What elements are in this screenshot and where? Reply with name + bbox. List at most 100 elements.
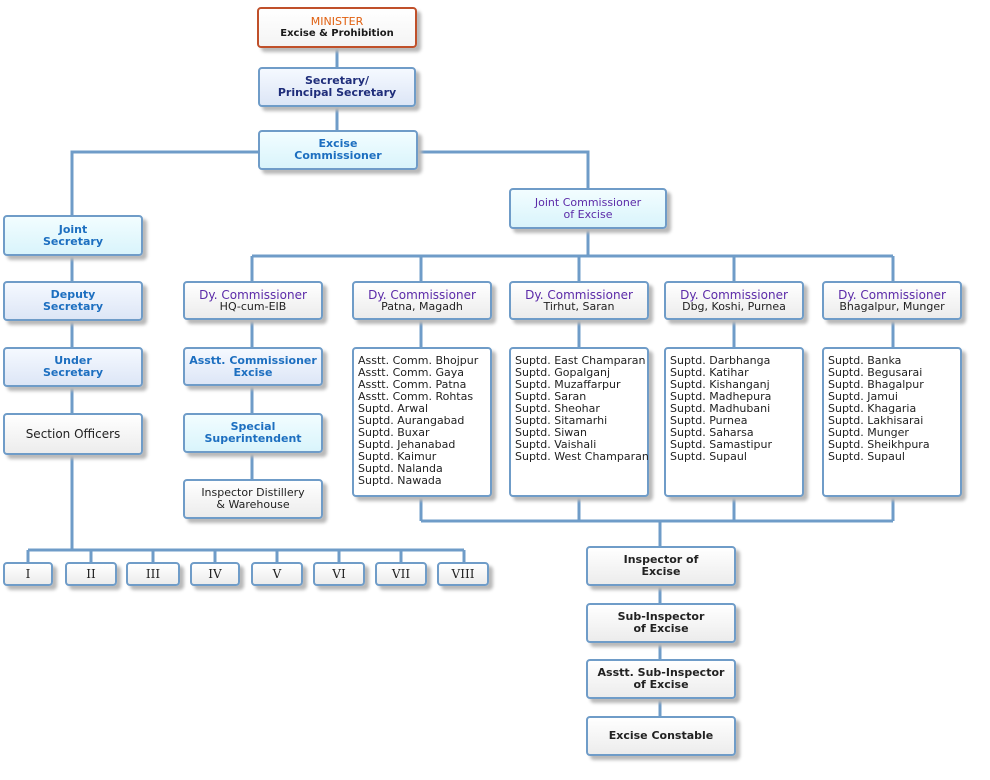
dy-commissioner-box: Dy. Commissioner Dbg, Koshi, Purnea (664, 281, 804, 320)
office-item: Suptd. Lakhisarai (828, 414, 924, 427)
joint-commissioner-box: Joint Commissioner of Excise (509, 188, 667, 229)
dy-commissioner-title: Dy. Commissioner (680, 287, 788, 302)
section-label: II (86, 567, 96, 581)
office-item: Suptd. Arwal (358, 402, 429, 415)
excise-commissioner-box: Excise Commissioner (258, 130, 418, 170)
office-item: Suptd. Saharsa (670, 426, 754, 439)
office-item: Suptd. Gopalganj (515, 366, 611, 379)
office-item: Suptd. Kishanganj (670, 378, 770, 391)
excise-commissioner-line1: Excise (318, 137, 358, 150)
office-item: Suptd. Begusarai (828, 366, 923, 379)
excise-commissioner-line2: Commissioner (294, 149, 382, 162)
asstt-sub-inspector-box: Asstt. Sub-Inspector of Excise (586, 659, 736, 699)
section-label: VIII (451, 567, 475, 581)
under-secretary-line2: Secretary (42, 366, 104, 379)
office-item: Suptd. Madhubani (670, 402, 771, 415)
sub-inspector-line2: of Excise (633, 622, 689, 635)
secretary-line2: Principal Secretary (277, 86, 397, 99)
inspector-distillery-line1: Inspector Distillery (201, 486, 305, 499)
office-item: Suptd. Siwan (515, 426, 587, 439)
office-item: Suptd. Bhagalpur (828, 378, 924, 391)
deputy-secretary-line1: Deputy (50, 288, 96, 301)
section-box: III (126, 562, 180, 586)
dy-commissioner-box: Dy. Commissioner Bhagalpur, Munger (822, 281, 962, 320)
office-item: Suptd. Supaul (828, 450, 905, 463)
dy-commissioner-region: Dbg, Koshi, Purnea (682, 299, 786, 313)
office-item: Suptd. Nawada (358, 474, 442, 487)
section-officers-label: Section Officers (25, 427, 121, 441)
office-item: Suptd. West Champaran (515, 450, 649, 463)
secretary-line1: Secretary/ (304, 74, 370, 87)
office-item: Suptd. Katihar (670, 366, 749, 379)
inspector-distillery-box: Inspector Distillery & Warehouse (183, 479, 323, 519)
office-item: Suptd. Kaimur (358, 450, 437, 463)
connector (418, 150, 590, 188)
joint-secretary-line2: Secretary (42, 234, 104, 248)
minister-subtitle: Excise & Prohibition (280, 27, 394, 39)
dy-commissioner-title: Dy. Commissioner (368, 287, 476, 302)
office-item: Asstt. Comm. Gaya (358, 366, 464, 379)
under-secretary-line1: Under (54, 354, 92, 367)
deputy-secretary-box: Deputy Secretary (3, 281, 143, 321)
section-box: I (3, 562, 53, 586)
office-item: Suptd. Supaul (670, 450, 747, 463)
section-box: V (251, 562, 303, 586)
asstt-commissioner-line2: Excise (233, 365, 273, 379)
office-item: Suptd. Aurangabad (358, 414, 465, 427)
dy-commissioner-region: Tirhut, Saran (543, 299, 615, 313)
office-item: Suptd. Jamui (828, 390, 898, 403)
joint-secretary-line1: Joint (58, 222, 88, 236)
section-label: VI (332, 567, 346, 581)
dy-commissioner-region: Patna, Magadh (381, 299, 463, 313)
under-secretary-box: Under Secretary (3, 347, 143, 387)
office-list: Suptd. Banka Suptd. Begusarai Suptd. Bha… (822, 347, 962, 497)
dy-commissioner-box: Dy. Commissioner Patna, Magadh (352, 281, 492, 320)
dy-commissioner-hq-region: HQ-cum-EIB (219, 299, 287, 313)
deputy-secretary-line2: Secretary (42, 300, 104, 313)
dy-commissioner-hq-box: Dy. Commissioner HQ-cum-EIB (183, 281, 323, 320)
excise-constable-label: Excise Constable (608, 729, 714, 742)
office-item: Suptd. Jehanabad (358, 438, 456, 451)
office-item: Suptd. East Champaran (515, 354, 646, 367)
office-item: Suptd. Madhepura (670, 390, 772, 403)
office-item: Suptd. Munger (828, 426, 909, 439)
inspector-distillery-line2: & Warehouse (216, 498, 290, 511)
section-label: IV (208, 567, 222, 581)
office-item: Asstt. Comm. Bhojpur (358, 354, 479, 367)
office-item: Suptd. Sitamarhi (515, 414, 608, 427)
section-box: IV (190, 562, 240, 586)
office-item: Suptd. Darbhanga (670, 354, 771, 367)
section-label: VII (391, 567, 411, 581)
office-item: Suptd. Purnea (670, 414, 748, 427)
section-box: II (65, 562, 117, 586)
dy-commissioner-title: Dy. Commissioner (838, 287, 946, 302)
asstt-sub-inspector-line1: Asstt. Sub-Inspector (597, 666, 725, 679)
connector (70, 150, 258, 215)
inspector-box: Inspector of Excise (586, 546, 736, 586)
inspector-line1: Inspector of (623, 553, 699, 566)
office-item: Suptd. Banka (828, 354, 902, 367)
section-box: VII (375, 562, 427, 586)
section-label: V (272, 567, 282, 581)
office-item: Suptd. Sheikhpura (828, 438, 930, 451)
office-list: Asstt. Comm. Bhojpur Asstt. Comm. Gaya A… (352, 347, 492, 497)
dy-commissioner-title: Dy. Commissioner (525, 287, 633, 302)
office-item: Suptd. Nalanda (358, 462, 443, 475)
joint-commissioner-line1: Joint Commissioner (534, 195, 642, 209)
dy-commissioner-box: Dy. Commissioner Tirhut, Saran (509, 281, 649, 320)
office-item: Suptd. Khagaria (828, 402, 917, 415)
minister-title: MINISTER (310, 14, 364, 28)
section-box: VI (313, 562, 365, 586)
office-item: Suptd. Buxar (358, 426, 430, 439)
section-label: I (25, 567, 31, 581)
excise-constable-box: Excise Constable (586, 716, 736, 756)
asstt-sub-inspector-line2: of Excise (633, 678, 689, 691)
office-list: Suptd. Darbhanga Suptd. Katihar Suptd. K… (664, 347, 804, 497)
section-box: VIII (437, 562, 489, 586)
joint-commissioner-line2: of Excise (563, 207, 613, 221)
asstt-commissioner-line1: Asstt. Commissioner (189, 353, 317, 367)
office-list: Suptd. East Champaran Suptd. Gopalganj S… (509, 347, 649, 497)
asstt-commissioner-box: Asstt. Commissioner Excise (183, 347, 323, 386)
joint-secretary-box: Joint Secretary (3, 215, 143, 256)
